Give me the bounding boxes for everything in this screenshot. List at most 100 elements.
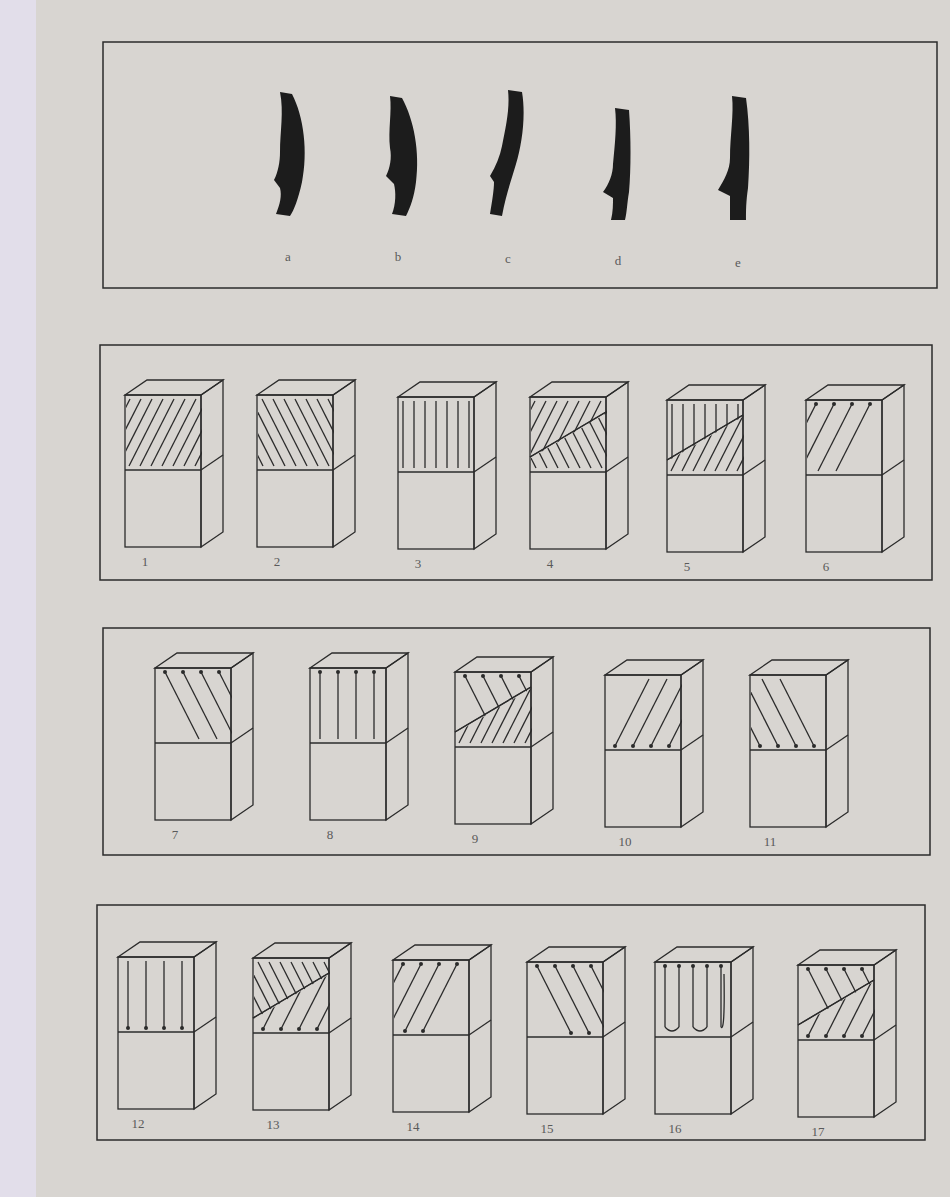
block-dot <box>794 744 798 748</box>
block-side <box>201 380 223 547</box>
block-line <box>726 404 760 471</box>
block-line <box>63 399 97 466</box>
block-line <box>165 672 199 739</box>
block-dot <box>421 1029 425 1033</box>
block-line <box>491 401 525 468</box>
block-divider <box>882 460 904 475</box>
block-line <box>546 401 580 468</box>
block-line <box>373 672 374 739</box>
block-line <box>601 401 635 468</box>
block-divider <box>806 474 882 475</box>
figure-number: 12 <box>132 1117 145 1130</box>
block-line <box>612 401 646 468</box>
block-line <box>671 404 672 471</box>
block-divider <box>667 474 743 475</box>
block-side <box>882 385 904 552</box>
block-line <box>219 672 253 739</box>
block-line <box>590 401 624 468</box>
block-side <box>603 947 625 1114</box>
block-line <box>748 404 749 471</box>
block-line <box>247 962 281 1029</box>
block-divider <box>750 749 826 750</box>
block-top <box>257 380 355 395</box>
block-line <box>682 404 716 471</box>
block-dot <box>419 962 423 966</box>
block-line <box>74 399 108 466</box>
block-figure <box>446 382 690 549</box>
block-line <box>361 399 395 466</box>
figure-number: 1 <box>142 555 149 568</box>
block-figure <box>207 380 417 547</box>
block-dot <box>812 744 816 748</box>
block-line <box>656 401 690 468</box>
block-figure <box>798 950 896 1117</box>
block-line <box>229 399 263 466</box>
block-line <box>781 404 782 471</box>
block-line <box>291 962 325 1029</box>
block-line <box>503 676 537 743</box>
block-line <box>437 676 471 743</box>
block-line <box>423 964 457 1031</box>
block-line <box>383 399 417 466</box>
block-line <box>638 404 672 471</box>
block-line <box>52 399 86 466</box>
block-figure <box>782 385 904 552</box>
block-line <box>748 404 782 471</box>
block-line <box>649 404 683 471</box>
block-line <box>535 401 569 468</box>
block-top <box>667 385 765 400</box>
block-dot <box>517 674 521 678</box>
block-line <box>704 404 738 471</box>
block-figure <box>203 943 413 1110</box>
block-line <box>525 676 559 743</box>
block-divider <box>527 1036 603 1037</box>
figure-letter: a <box>285 250 291 263</box>
block-line <box>523 401 557 468</box>
block-line <box>236 962 270 1029</box>
block-dot <box>776 744 780 748</box>
block-line <box>638 404 639 471</box>
block-dot <box>824 1034 828 1038</box>
block-line <box>369 964 403 1031</box>
block-line <box>682 404 683 471</box>
block-line <box>357 962 391 1029</box>
block-line <box>721 974 724 1028</box>
figure-number: 10 <box>619 835 632 848</box>
hatching <box>465 676 553 743</box>
block-line <box>306 399 340 466</box>
figure-number: 13 <box>267 1118 280 1131</box>
block-line <box>358 401 359 468</box>
block-line <box>573 966 607 1033</box>
block-figure <box>655 947 753 1114</box>
hatching <box>617 404 793 471</box>
block-figure <box>369 945 491 1112</box>
figure-number: 9 <box>472 832 479 845</box>
block-dot <box>336 670 340 674</box>
block-line <box>302 962 336 1029</box>
block-divider <box>155 742 231 743</box>
block-line <box>780 679 814 746</box>
block-line <box>568 401 602 468</box>
block-line <box>335 962 369 1029</box>
block-line <box>844 969 878 1036</box>
block-line <box>280 962 314 1029</box>
block-line <box>214 962 248 1029</box>
block-line <box>611 401 645 468</box>
hatching <box>371 676 581 743</box>
block-line <box>118 399 152 466</box>
hatching <box>320 672 374 739</box>
block-dot <box>481 674 485 678</box>
block-divider <box>125 469 201 470</box>
block-line <box>207 399 241 466</box>
block-dot <box>569 1031 573 1035</box>
block-line <box>622 401 656 468</box>
block-line <box>339 399 373 466</box>
block-line <box>483 676 517 743</box>
block-line <box>337 672 338 739</box>
block-line <box>382 676 416 743</box>
block-line <box>251 399 285 466</box>
block-line <box>181 961 182 1028</box>
block-top <box>806 385 904 400</box>
block-line <box>404 676 438 743</box>
block-dot <box>315 1027 319 1031</box>
